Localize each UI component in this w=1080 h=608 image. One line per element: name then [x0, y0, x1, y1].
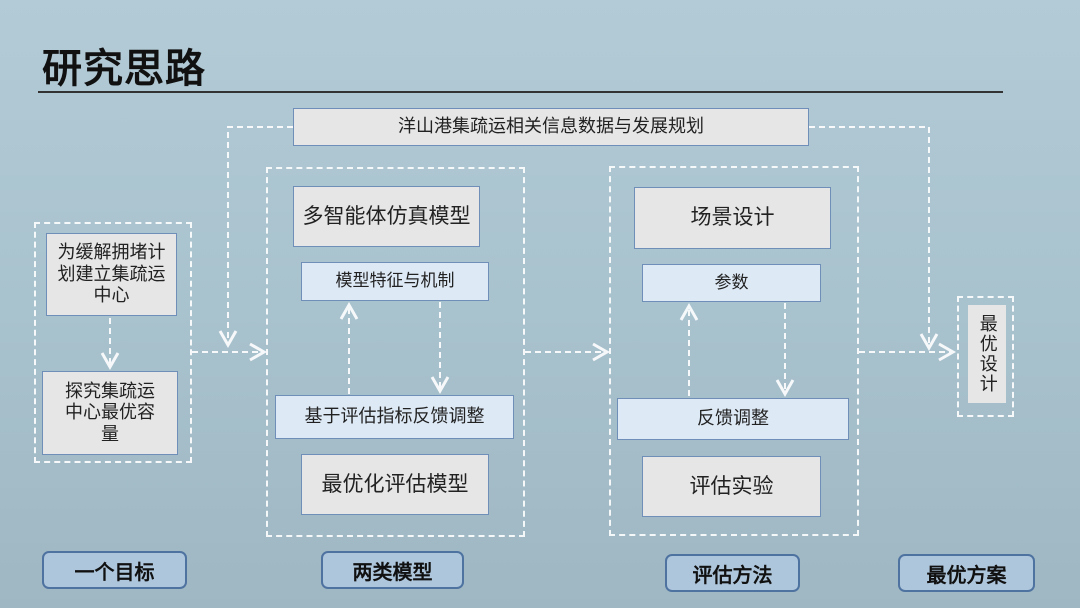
label-one-goal: 一个目标 — [42, 551, 187, 589]
label-optimal-plan: 最优方案 — [898, 554, 1035, 592]
label-two-models: 两类模型 — [321, 551, 464, 589]
evaluation-group — [609, 166, 859, 536]
models-group — [266, 167, 525, 537]
evaluation-experiment-box: 评估实验 — [642, 456, 821, 517]
label-evaluation-method: 评估方法 — [665, 554, 800, 592]
title-divider — [38, 91, 1003, 93]
goal-group — [34, 222, 192, 463]
scenario-design-box: 场景设计 — [634, 187, 831, 249]
data-source-box: 洋山港集疏运相关信息数据与发展规划 — [293, 108, 809, 146]
result-group — [957, 296, 1014, 417]
multi-agent-model-box: 多智能体仿真模型 — [293, 186, 480, 247]
feedback-adjust-box: 基于评估指标反馈调整 — [275, 395, 514, 439]
connector-top-right — [809, 126, 939, 352]
page-title: 研究思路 — [42, 46, 206, 92]
parameters-box: 参数 — [642, 264, 821, 302]
goal-box-congestion: 为缓解拥堵计划建立集疏运中心 — [46, 233, 177, 316]
goal-box-capacity: 探究集疏运中心最优容量 — [42, 371, 178, 455]
feedback-box: 反馈调整 — [617, 398, 849, 440]
connector-top-left — [218, 126, 293, 349]
model-features-box: 模型特征与机制 — [301, 262, 489, 301]
optimization-model-box: 最优化评估模型 — [301, 454, 489, 515]
optimal-design-box: 最优设计 — [968, 305, 1006, 403]
